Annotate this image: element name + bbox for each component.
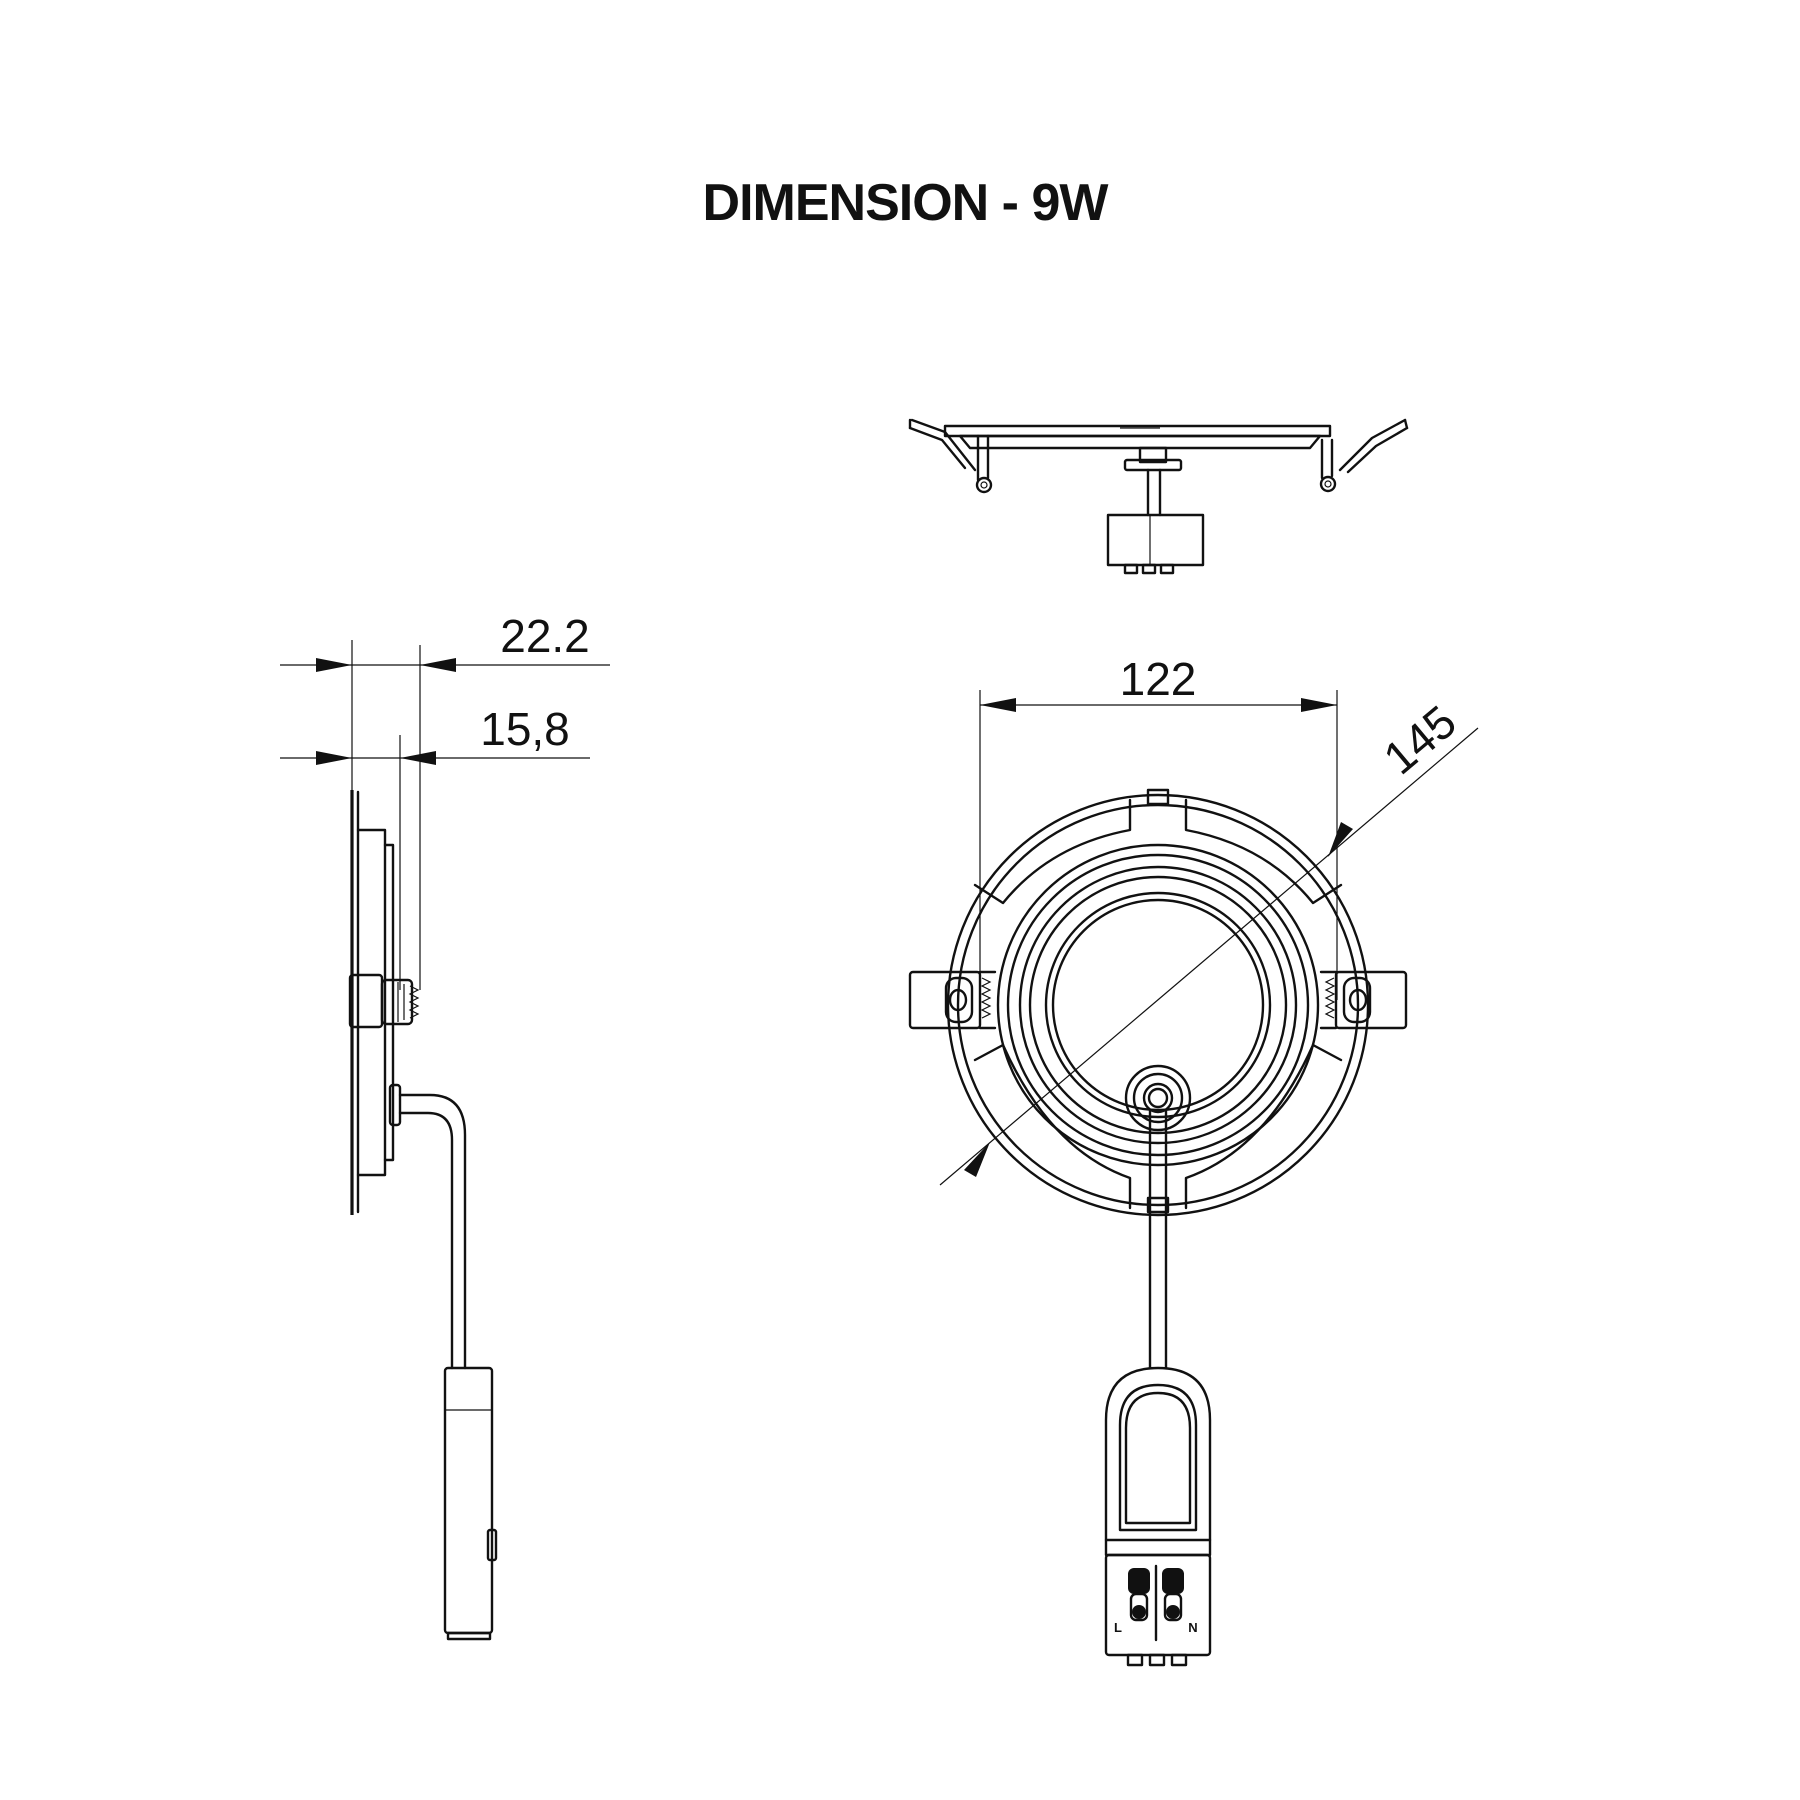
dimension-outer-label: 145 [1374,695,1466,784]
front-driver-box: L N [1104,1366,1212,1667]
dimension-height-body-label: 15,8 [480,703,570,755]
dimension-height-total-label: 22.2 [500,610,590,662]
dimension-outer: 145 [939,695,1479,1186]
front-cable [1148,1108,1168,1370]
dimension-cutout: 122 [979,653,1338,1000]
frame-segments [973,788,1343,1214]
front-spring-clip-left [908,970,997,1030]
front-spring-clip-right [1319,970,1408,1030]
side-cable [388,1083,467,1370]
terminal-block: L N [1114,1564,1198,1642]
side-view: 22.2 15,8 [280,610,610,1641]
top-elevation-view [908,418,1409,575]
front-view: 122 145 [908,653,1479,1667]
dimension-height-body: 15,8 [280,703,590,990]
front-cable-gland [1124,1064,1192,1132]
dimension-height-total: 22.2 [280,610,610,990]
side-flange [350,790,395,1215]
terminal-label-neutral: N [1188,1620,1197,1635]
drawing-title: DIMENSION - 9W [703,174,1110,232]
side-driver-box [443,1366,498,1641]
dimension-cutout-label: 122 [1120,653,1197,705]
side-spring-clip [348,973,420,1029]
terminal-label-live: L [1114,1620,1122,1635]
